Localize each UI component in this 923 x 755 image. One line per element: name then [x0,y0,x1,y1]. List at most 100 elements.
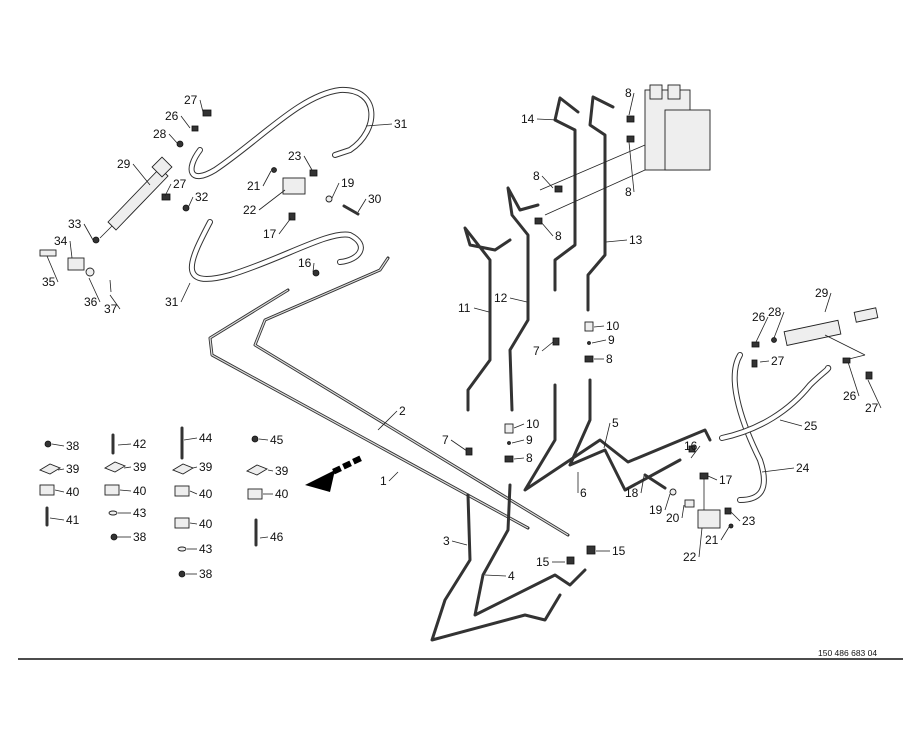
callout-leader-39 [123,466,132,469]
callout-22: 22 [683,550,697,564]
callout-leader-35 [46,255,59,283]
callout-7: 7 [533,344,540,358]
callout-leader-32 [187,196,194,209]
callout-23: 23 [742,514,756,528]
callout-leader-13 [605,239,628,243]
callout-26: 26 [165,109,179,123]
callout-leader-39 [192,466,198,469]
valve-22-right [697,509,721,529]
callout-18: 18 [625,486,639,500]
callout-17: 17 [263,227,277,241]
callout-19: 19 [341,176,355,190]
callout-12: 12 [494,291,508,305]
callout-leader-31 [180,282,191,303]
callout-leader-27 [759,360,770,363]
fitting-15b [566,556,575,565]
callout-38: 38 [199,567,213,581]
fitting-8c [554,185,563,193]
callout-37: 37 [104,302,118,316]
callout-leader-27 [199,99,204,113]
fitting-27b [161,193,171,201]
callout-leader-8 [513,457,525,460]
callout-leader-22 [698,527,703,558]
fitting-8a [626,115,635,123]
fitting-28 [176,140,184,148]
callout-27: 27 [865,401,879,415]
callout-17: 17 [719,473,733,487]
callout-4: 4 [508,569,515,583]
callout-44: 44 [199,431,213,445]
callout-leader-41 [49,517,65,521]
callout-20: 20 [666,511,680,525]
fitting-17 [288,212,296,221]
callout-15: 15 [536,555,550,569]
direction-arrow [305,455,362,492]
callout-leader-11 [473,307,490,313]
fitting-7b [465,447,473,456]
pipe-4 [473,483,587,617]
fitting-26 [191,125,199,132]
callout-leader-19 [664,493,671,511]
fitting-23 [309,169,318,177]
hose-24 [731,352,767,503]
callout-leader-8 [628,141,635,193]
callout-1: 1 [380,474,387,488]
callout-leader-23 [729,510,741,522]
callout-10: 10 [606,319,620,333]
callout-40: 40 [199,517,213,531]
callout-leader-27 [164,183,172,197]
callout-leader-34 [69,240,73,259]
callout-43: 43 [133,506,147,520]
fitting-8d [534,217,543,225]
hardware-kit [38,426,269,578]
hose-25 [719,365,832,441]
callout-21: 21 [247,179,261,193]
callout-39: 39 [66,462,80,476]
callout-19: 19 [649,503,663,517]
callout-leader-31 [365,123,393,127]
fitting-8b [626,135,635,143]
spacer-20 [684,499,695,508]
callout-leader-9 [591,339,607,344]
pipe-11 [463,226,512,412]
fitting-8f [504,455,514,463]
fitting-23r [724,507,732,515]
callout-leader-29 [824,292,832,313]
callout-leader-10 [593,325,605,328]
callout-leader-26 [847,361,860,397]
callout-36: 36 [84,295,98,309]
callout-leader-30 [357,198,367,213]
valve-22-upper [282,177,306,195]
callout-2: 2 [399,404,406,418]
callout-38: 38 [66,439,80,453]
nut-21r [728,523,734,529]
callout-9: 9 [526,433,533,447]
callout-leader-27 [867,379,882,409]
pipe-1 [208,288,530,530]
nut-21 [271,167,277,173]
oring-9a [587,341,591,345]
callout-leader-40 [119,489,132,492]
callout-leader-3 [451,540,468,546]
callout-40: 40 [133,484,147,498]
hose-31-upper [188,86,375,179]
fitting-7a [552,337,560,346]
callout-9: 9 [608,333,615,347]
callout-31: 31 [394,117,408,131]
callout-22: 22 [243,203,257,217]
document-number: 150 486 683 04 [818,648,877,658]
callout-leader-8 [628,92,635,116]
callout-leader-7 [450,439,468,452]
callout-5: 5 [612,416,619,430]
callout-leader-7 [541,341,554,352]
callout-leader-22 [258,189,286,211]
callout-8: 8 [555,229,562,243]
callout-39: 39 [275,464,289,478]
callout-46: 46 [270,530,284,544]
callout-leader-8 [541,175,554,189]
callout-3: 3 [443,534,450,548]
pin-35 [39,249,57,257]
callout-27: 27 [184,93,198,107]
callout-leader-39 [267,469,274,472]
callout-leader-9 [511,439,525,444]
